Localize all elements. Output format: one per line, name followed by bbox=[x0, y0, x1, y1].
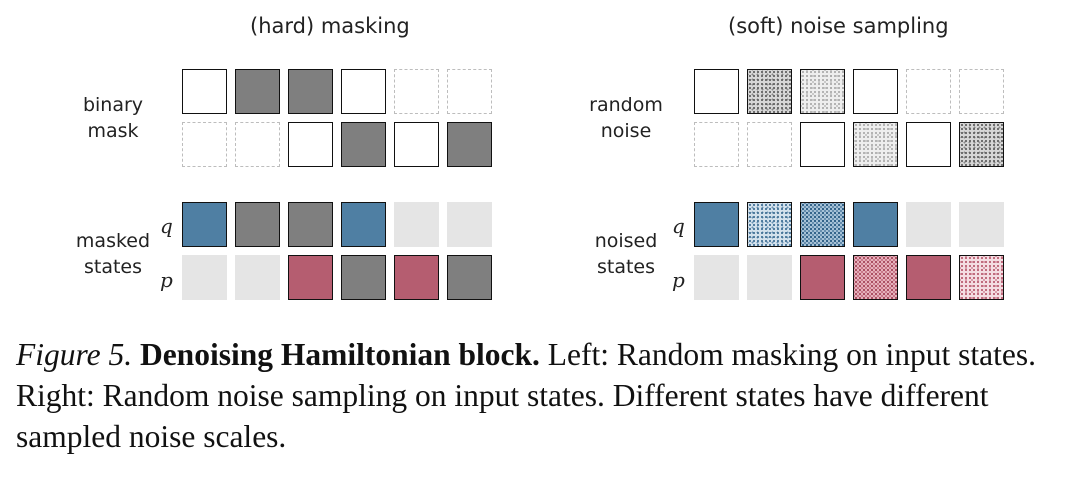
left-mask-q-cell-6 bbox=[447, 69, 492, 114]
right-states-p-cell-6 bbox=[959, 255, 1004, 300]
right-mask-label-line1: random bbox=[589, 94, 663, 116]
right-mask-p-cell-2 bbox=[747, 122, 792, 167]
left-mask-label: binary mask bbox=[70, 92, 156, 144]
right-mask-q-cell-1 bbox=[694, 69, 739, 114]
left-p-symbol: p bbox=[160, 268, 173, 292]
left-mask-label-line2: mask bbox=[87, 120, 139, 142]
left-states-q-cell-5 bbox=[394, 202, 439, 247]
right-states-q-cell-1 bbox=[694, 202, 739, 247]
right-states-p-cell-5 bbox=[906, 255, 951, 300]
left-states-p-cell-4 bbox=[341, 255, 386, 300]
right-mask-q-cell-6 bbox=[959, 69, 1004, 114]
caption-text: Left: Random masking on input states. Ri… bbox=[16, 337, 1036, 454]
left-mask-label-line1: binary bbox=[82, 94, 144, 116]
left-q-symbol: q bbox=[160, 214, 173, 238]
left-panel-title: (hard) masking bbox=[250, 14, 410, 38]
right-panel-title: (soft) noise sampling bbox=[728, 14, 949, 38]
right-states-p-cell-4 bbox=[853, 255, 898, 300]
left-mask-q-cell-5 bbox=[394, 69, 439, 114]
right-states-p-cell-2 bbox=[747, 255, 792, 300]
right-states-label: noised states bbox=[583, 228, 669, 280]
left-states-label-line2: states bbox=[83, 256, 143, 278]
caption-title: Denoising Hamiltonian block. bbox=[139, 337, 540, 372]
right-mask-p-cell-3 bbox=[800, 122, 845, 167]
caption-figure-number: Figure 5. bbox=[16, 337, 133, 372]
left-mask-p-cell-4 bbox=[341, 122, 386, 167]
right-states-q-cell-3 bbox=[800, 202, 845, 247]
right-mask-p-cell-4 bbox=[853, 122, 898, 167]
right-states-label-line1: noised bbox=[594, 230, 658, 252]
right-mask-q-cell-5 bbox=[906, 69, 951, 114]
left-states-q-cell-3 bbox=[288, 202, 333, 247]
figure-caption: Figure 5. Denoising Hamiltonian block. L… bbox=[16, 334, 1072, 457]
left-mask-p-cell-3 bbox=[288, 122, 333, 167]
right-mask-p-cell-5 bbox=[906, 122, 951, 167]
left-mask-p-cell-1 bbox=[182, 122, 227, 167]
left-mask-p-cell-2 bbox=[235, 122, 280, 167]
left-states-q-cell-4 bbox=[341, 202, 386, 247]
left-mask-p-cell-6 bbox=[447, 122, 492, 167]
right-p-symbol: p bbox=[672, 268, 685, 292]
left-mask-p-cell-5 bbox=[394, 122, 439, 167]
left-states-q-cell-2 bbox=[235, 202, 280, 247]
left-states-label: masked states bbox=[70, 228, 156, 280]
left-mask-q-cell-4 bbox=[341, 69, 386, 114]
right-mask-q-cell-4 bbox=[853, 69, 898, 114]
left-mask-q-cell-2 bbox=[235, 69, 280, 114]
left-mask-q-cell-3 bbox=[288, 69, 333, 114]
right-mask-q-cell-2 bbox=[747, 69, 792, 114]
left-states-p-cell-1 bbox=[182, 255, 227, 300]
right-mask-label: random noise bbox=[583, 92, 669, 144]
left-states-p-cell-5 bbox=[394, 255, 439, 300]
right-mask-p-cell-1 bbox=[694, 122, 739, 167]
right-q-symbol: q bbox=[672, 214, 685, 238]
right-states-q-cell-6 bbox=[959, 202, 1004, 247]
left-states-q-cell-6 bbox=[447, 202, 492, 247]
right-states-p-cell-1 bbox=[694, 255, 739, 300]
right-states-p-cell-3 bbox=[800, 255, 845, 300]
left-mask-q-cell-1 bbox=[182, 69, 227, 114]
right-states-q-cell-2 bbox=[747, 202, 792, 247]
left-states-p-cell-3 bbox=[288, 255, 333, 300]
right-states-label-line2: states bbox=[596, 256, 656, 278]
left-states-q-cell-1 bbox=[182, 202, 227, 247]
left-states-p-cell-2 bbox=[235, 255, 280, 300]
right-mask-label-line2: noise bbox=[600, 120, 652, 142]
left-states-p-cell-6 bbox=[447, 255, 492, 300]
right-mask-p-cell-6 bbox=[959, 122, 1004, 167]
left-states-label-line1: masked bbox=[75, 230, 151, 252]
right-states-q-cell-5 bbox=[906, 202, 951, 247]
right-states-q-cell-4 bbox=[853, 202, 898, 247]
right-mask-q-cell-3 bbox=[800, 69, 845, 114]
